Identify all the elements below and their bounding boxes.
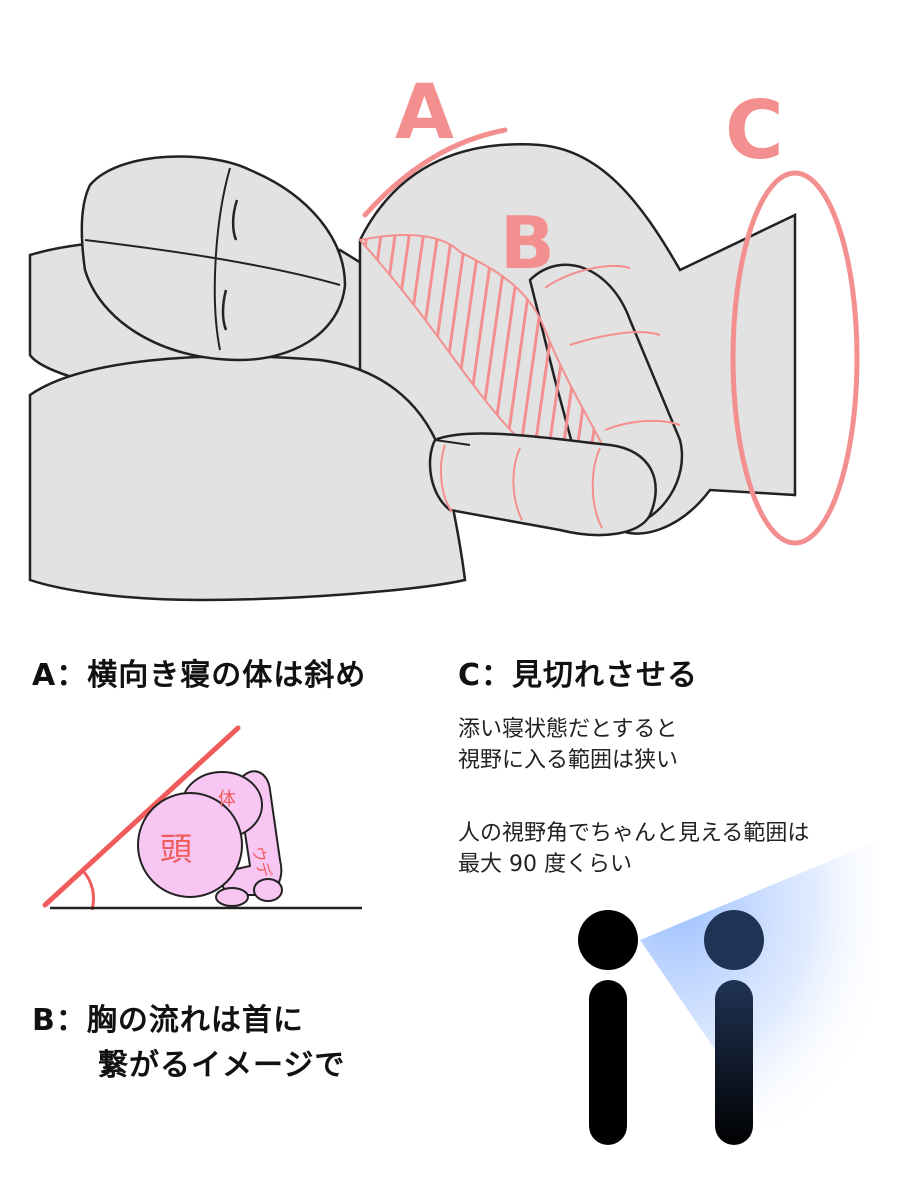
- slope-line: [42, 725, 241, 908]
- figure-1-head: [578, 910, 638, 970]
- forearm-ring-2: [591, 447, 603, 529]
- front-pillow: [28, 355, 467, 602]
- arm-blob: [221, 770, 283, 896]
- closed-eye-upper: [231, 199, 239, 241]
- body-blob: [181, 771, 263, 839]
- heading-a: A：横向き寝の体は斜め: [32, 658, 367, 693]
- diagonal-stroke-a: [362, 127, 508, 218]
- heading-b-line1: B：胸の流れは首に: [32, 1003, 304, 1038]
- head-blob: [137, 792, 243, 898]
- eye-guide-line: [84, 239, 341, 286]
- sleeping-figure-illustration: A B C: [28, 67, 860, 602]
- face-guide-line: [213, 167, 231, 351]
- figure-2-body: [715, 980, 753, 1145]
- label-body: 体: [218, 789, 236, 810]
- heading-b-line2: 繋がるイメージで: [98, 1048, 346, 1083]
- heading-c: C：見切れさせる: [458, 658, 699, 693]
- label-head: 頭: [160, 830, 192, 868]
- forearm: [428, 432, 657, 537]
- closed-eye-lower: [221, 289, 228, 331]
- figure-1-body: [589, 980, 627, 1145]
- arm-ring-3: [604, 419, 681, 431]
- cropping-ellipse: [730, 170, 860, 546]
- arm-ring-1: [544, 265, 631, 289]
- note2-line1: 人の視野角でちゃんと見える範囲は: [458, 821, 810, 846]
- chest-hatch-area: [358, 234, 607, 452]
- arm-ring-2: [569, 331, 661, 346]
- marker-a: A: [395, 67, 454, 156]
- angle-arc: [80, 868, 96, 911]
- note1-line1: 添い寝状態だとすると: [458, 717, 678, 742]
- note1-line2: 視野に入る範囲は狭い: [458, 748, 679, 773]
- marker-c: C: [725, 84, 784, 177]
- label-arm: ウデ: [248, 844, 275, 880]
- hand-blob: [253, 878, 283, 902]
- note2-line2: 最大 90 度くらい: [458, 852, 632, 877]
- marker-b: B: [500, 201, 555, 285]
- forearm-ring-1: [512, 447, 523, 521]
- figure-2-head: [704, 910, 764, 970]
- view-cone: [640, 840, 880, 1130]
- forearm-ring-3: [440, 444, 453, 513]
- foot-blob: [215, 887, 249, 907]
- hand-line: [434, 439, 471, 446]
